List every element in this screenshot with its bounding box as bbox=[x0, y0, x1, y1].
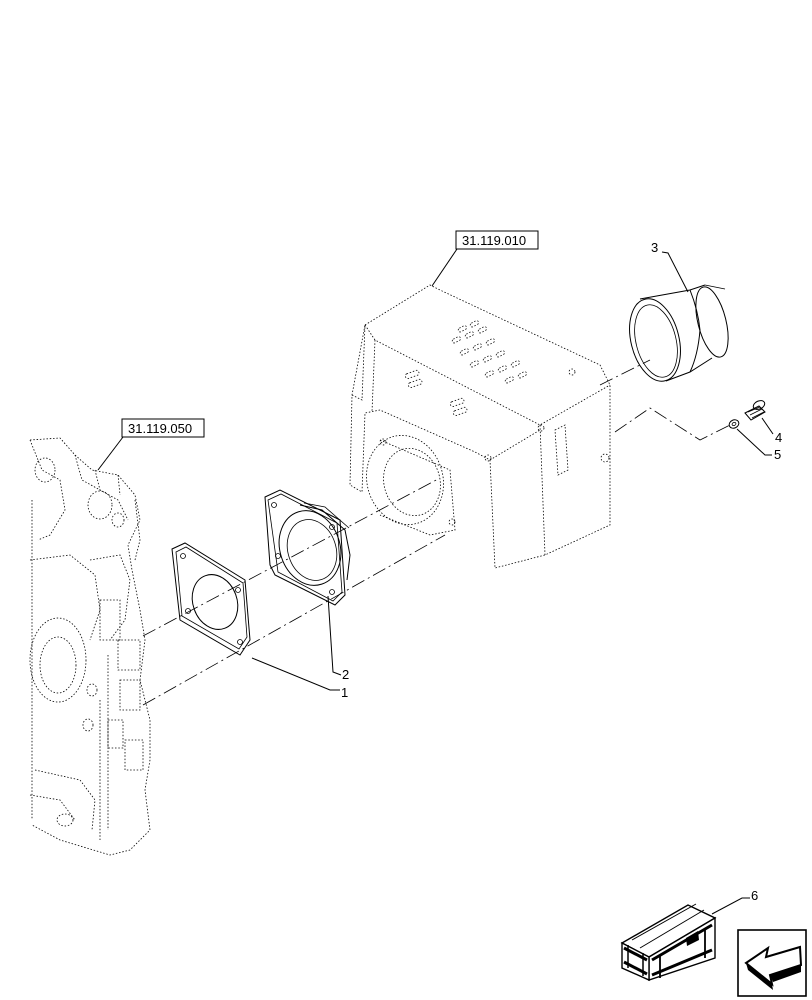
washer-part-5 bbox=[728, 419, 740, 429]
callout-label: 1 bbox=[341, 685, 348, 700]
reference-label: 31.119.010 bbox=[462, 233, 526, 248]
screw-part-4 bbox=[744, 400, 766, 421]
callout-label: 3 bbox=[651, 240, 658, 255]
callout-label: 2 bbox=[342, 667, 349, 682]
callout-5[interactable]: 5 bbox=[736, 428, 781, 462]
vent-slots bbox=[404, 320, 528, 417]
adapter-flange-part-2 bbox=[264, 489, 351, 606]
previous-page-arrow-icon[interactable] bbox=[737, 929, 807, 997]
parts-kit-crate-icon[interactable] bbox=[620, 903, 717, 982]
callout-label: 4 bbox=[775, 430, 782, 445]
sleeve-part-3 bbox=[629, 284, 729, 382]
callout-label: 5 bbox=[774, 447, 781, 462]
reference-label: 31.119.050 bbox=[128, 421, 192, 436]
reference-box-31-119-050[interactable]: 31.119.050 bbox=[97, 418, 205, 471]
callout-6[interactable]: 6 bbox=[711, 888, 758, 915]
cover-housing bbox=[349, 284, 611, 569]
reference-box-31-119-010[interactable]: 31.119.010 bbox=[431, 230, 539, 287]
callout-4[interactable]: 4 bbox=[761, 417, 782, 445]
transmission-housing bbox=[29, 437, 151, 856]
callout-label: 6 bbox=[751, 888, 758, 903]
gasket-part-1 bbox=[171, 542, 251, 656]
assembly-axis-lines bbox=[142, 359, 731, 706]
callout-1[interactable]: 1 bbox=[251, 657, 348, 700]
callout-2[interactable]: 2 bbox=[327, 595, 349, 682]
callout-3[interactable]: 3 bbox=[651, 240, 689, 293]
